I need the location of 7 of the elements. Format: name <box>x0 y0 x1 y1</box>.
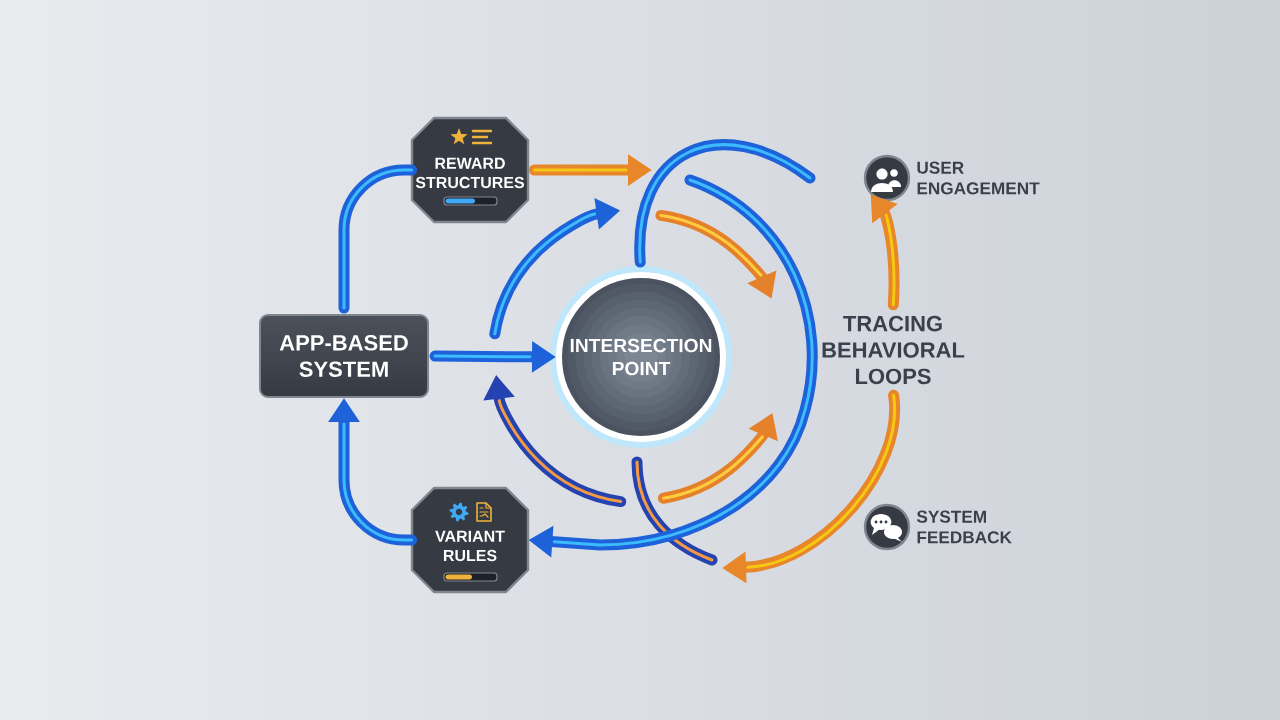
process-box: APP-BASED SYSTEM <box>259 314 429 398</box>
connector-line <box>338 164 418 314</box>
loop-label: TRACING BEHAVIORAL LOOPS <box>822 315 965 385</box>
circle-node: INTERSECTION POINT <box>550 266 732 448</box>
icon-label: USER ENGAGEMENT <box>917 161 1040 195</box>
icon-label: SYSTEM FEEDBACK <box>916 510 1012 544</box>
connector-line <box>634 139 816 268</box>
